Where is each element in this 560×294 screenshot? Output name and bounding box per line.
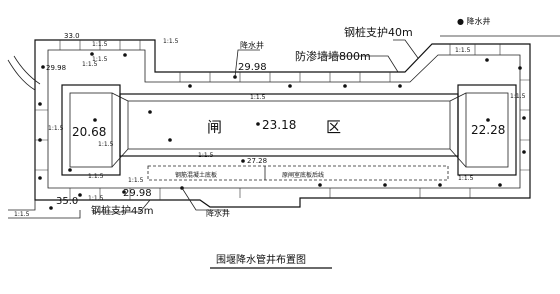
slope-label: 1:1.5 bbox=[250, 94, 266, 101]
slope-label: 1:1.5 bbox=[48, 125, 64, 132]
well-marker bbox=[498, 183, 502, 187]
well-marker bbox=[68, 168, 72, 172]
well-marker bbox=[398, 84, 402, 88]
well-marker bbox=[49, 206, 53, 210]
slope-hatching bbox=[35, 40, 530, 200]
bottom-slab-strip bbox=[147, 165, 449, 181]
well-callout-bottom: 降水井 bbox=[206, 208, 230, 218]
well-marker bbox=[383, 183, 387, 187]
inner-strip-elevation: 27.28 bbox=[247, 157, 267, 165]
slope-label: 1:1.5 bbox=[14, 211, 30, 218]
well-marker bbox=[188, 84, 192, 88]
well-marker bbox=[148, 110, 152, 114]
slope-label: 1:1.5 bbox=[98, 141, 114, 148]
well-marker bbox=[486, 118, 490, 122]
leader-seepage bbox=[323, 55, 399, 73]
leader-top-support bbox=[393, 39, 419, 59]
gate-zone-taper-bottom bbox=[111, 148, 129, 168]
slope-label: 1:1.5 bbox=[82, 61, 98, 68]
well-marker bbox=[256, 122, 260, 126]
well-marker bbox=[41, 65, 45, 69]
well-marker bbox=[288, 84, 292, 88]
well-marker bbox=[522, 116, 526, 120]
slope-label: 1:1.5 bbox=[510, 93, 526, 100]
well-marker bbox=[518, 66, 522, 70]
strip-label-right: 原闸室底板后线 bbox=[282, 171, 324, 179]
well-marker bbox=[38, 176, 42, 180]
cofferdam-outer-line bbox=[34, 39, 531, 208]
well-marker bbox=[241, 159, 245, 163]
well-marker bbox=[343, 84, 347, 88]
bottom-left-approach-2 bbox=[8, 210, 81, 219]
top-left-corner-elevation: 33.0 bbox=[64, 32, 80, 40]
zone-label: 闸 bbox=[207, 118, 222, 136]
slope-label: 1:1.5 bbox=[92, 41, 108, 48]
slope-label: 1:1.5 bbox=[163, 38, 179, 45]
well-marker bbox=[485, 58, 489, 62]
gate-zone-outer bbox=[119, 93, 459, 157]
left-approach-line-2 bbox=[13, 55, 41, 85]
legend-well-label: ● 降水井 bbox=[457, 16, 491, 26]
leader-well-bottom bbox=[181, 187, 228, 211]
bottom-crest-elevation: 29.98 bbox=[123, 188, 152, 199]
slope-label: 1:1.5 bbox=[92, 56, 108, 63]
left-chamber-elevation: 20.68 bbox=[72, 125, 106, 139]
well-marker bbox=[38, 138, 42, 142]
well-marker bbox=[522, 150, 526, 154]
well-marker bbox=[93, 118, 97, 122]
slope-label: 1:1.5 bbox=[88, 173, 104, 180]
seepage-wall-label: 防渗墙墙800m bbox=[295, 49, 371, 63]
bottom-support-label: 钢桩支护45m bbox=[91, 204, 153, 217]
right-chamber-inner bbox=[465, 92, 509, 168]
well-marker bbox=[168, 138, 172, 142]
well-marker bbox=[122, 190, 126, 194]
bottom-left-approach bbox=[8, 200, 36, 211]
left-chamber-inner bbox=[69, 92, 113, 168]
well-marker bbox=[38, 102, 42, 106]
bottom-left-corner-elevation: 35.0 bbox=[56, 196, 78, 207]
right-chamber-elevation: 22.28 bbox=[471, 123, 505, 137]
zone-label-2: 区 bbox=[326, 118, 341, 136]
gate-zone-taper-top bbox=[111, 92, 129, 102]
leader-bottom-support bbox=[92, 199, 151, 213]
well-marker bbox=[90, 52, 94, 56]
leader-well-top bbox=[234, 49, 260, 78]
cofferdam-toe-line bbox=[47, 49, 521, 189]
slope-label: 1:1.5 bbox=[88, 195, 104, 202]
strip-label-left: 钢筋混凝土底板 bbox=[175, 171, 217, 179]
gate-zone-taper-bottom-r bbox=[449, 148, 467, 168]
well-marker bbox=[318, 183, 322, 187]
gate-zone-taper-top-r bbox=[449, 92, 467, 102]
center-elevation: 23.18 bbox=[262, 118, 296, 132]
top-left-elevation: 29.98 bbox=[46, 64, 66, 72]
well-marker bbox=[78, 193, 82, 197]
dewatering-wells bbox=[38, 52, 526, 210]
well-marker bbox=[123, 53, 127, 57]
top-support-label: 钢桩支护40m bbox=[344, 25, 413, 39]
well-marker bbox=[438, 183, 442, 187]
well-callout-top: 降水井 bbox=[240, 40, 264, 50]
gate-zone-inner bbox=[127, 100, 451, 150]
drawing-title: 围堰降水管井布置图 bbox=[216, 253, 306, 266]
slope-label: 1:1.5 bbox=[455, 47, 471, 54]
slope-label: 1:1.5 bbox=[128, 177, 144, 184]
slope-label: 1:1.5 bbox=[458, 175, 474, 182]
top-crest-elevation: 29.98 bbox=[238, 62, 267, 73]
slope-label: 1:1.5 bbox=[198, 152, 214, 159]
left-approach-line bbox=[7, 59, 36, 91]
